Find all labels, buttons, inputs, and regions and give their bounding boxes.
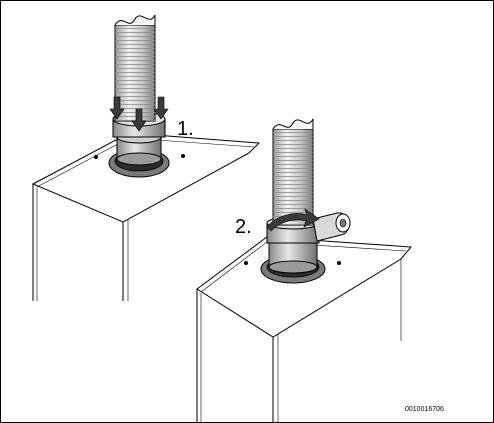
boiler-unit-left: 1. [31,14,261,301]
boiler-unit-right: 2. [196,118,413,422]
arrows-push-down [109,96,169,132]
step-2-label: 2. [235,216,252,238]
rotate-arrow [266,208,320,232]
figure-code: 0010016706 [405,406,444,413]
step-1-label: 1. [177,118,194,140]
